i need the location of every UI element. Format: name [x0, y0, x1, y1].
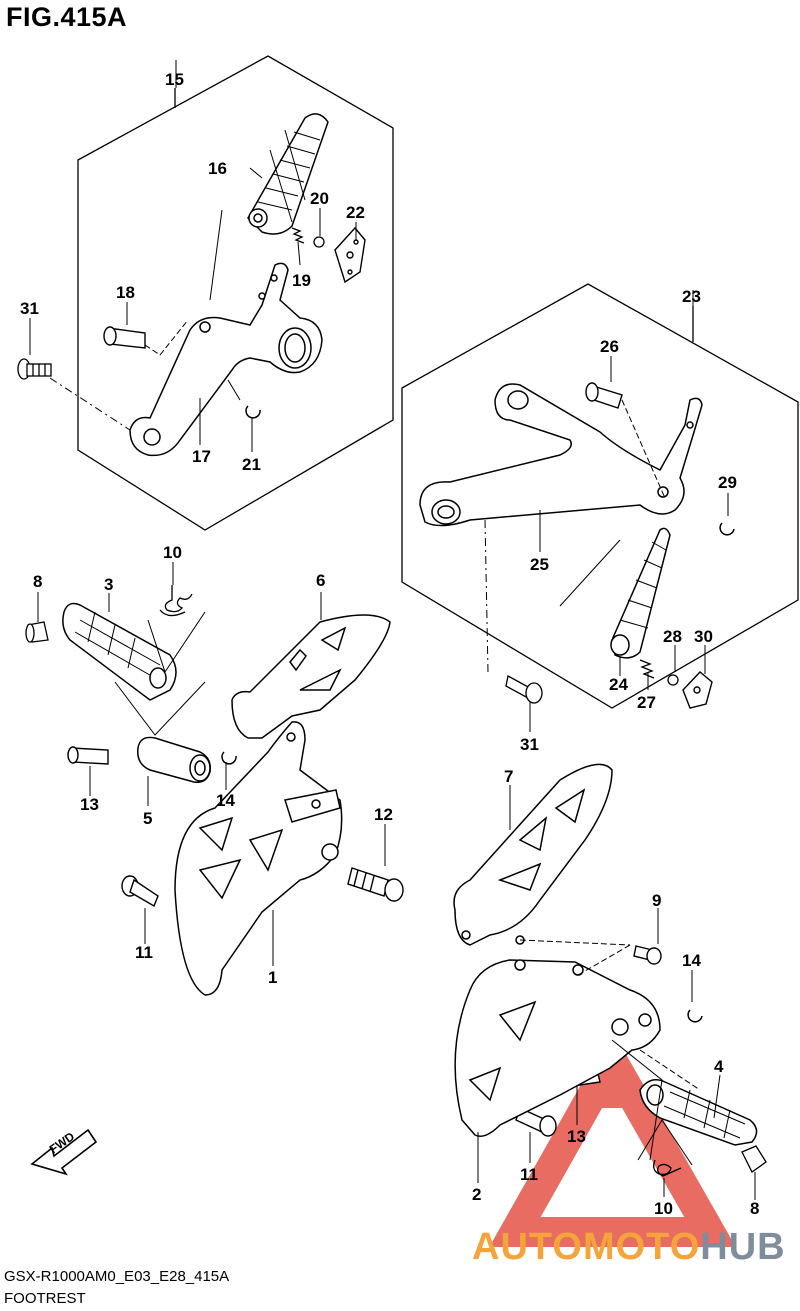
bracket-17	[129, 262, 323, 457]
pin-13-left	[67, 746, 109, 765]
part-label-9: 9	[652, 891, 661, 910]
part-label-7: 7	[504, 767, 513, 786]
part-label-23: 23	[682, 287, 701, 306]
fwd-arrow-icon: FWD	[30, 1128, 98, 1176]
circlip-14-right	[687, 1009, 703, 1023]
part-label-3: 3	[104, 575, 113, 594]
ball-20	[313, 236, 325, 248]
spring-27	[639, 659, 655, 679]
part-label-21: 21	[242, 455, 261, 474]
part-label-6: 6	[316, 571, 325, 590]
part-label-13-right: 13	[567, 1127, 586, 1146]
group-box-23	[401, 283, 799, 709]
watermark-triangle	[489, 1029, 736, 1247]
bolt-31-lower	[505, 675, 543, 704]
pin-18	[103, 326, 146, 349]
bracket-25	[419, 383, 703, 527]
spring-19	[291, 227, 305, 244]
part-label-15: 15	[165, 70, 184, 89]
part-label-25: 25	[530, 555, 549, 574]
plate-30	[682, 671, 713, 709]
bolt-12	[347, 867, 404, 902]
part-label-11-right: 11	[520, 1165, 538, 1184]
assembly-guide-lines	[49, 209, 701, 1166]
part-label-20: 20	[310, 189, 329, 208]
part-label-22: 22	[346, 203, 365, 222]
figure-title: FIG.415A	[6, 2, 128, 32]
cap-8-left	[25, 621, 49, 643]
pin-26	[585, 382, 623, 409]
cap-8-right	[741, 1145, 767, 1173]
group-box-15	[77, 55, 394, 531]
model-code: GSX-R1000AM0_E03_E28_415A	[4, 1268, 230, 1285]
part-label-19: 19	[292, 271, 311, 290]
spring-10-left	[159, 585, 193, 617]
part-label-31-upper: 31	[20, 299, 39, 318]
part-label-11-left: 11	[135, 943, 153, 962]
part-label-4: 4	[714, 1057, 724, 1076]
circlip-29	[719, 522, 735, 536]
figure-caption: FOOTREST	[4, 1290, 86, 1307]
bolt-11-left	[121, 875, 159, 908]
bolt-31-upper	[17, 358, 52, 380]
watermark-logo: AUTOMOTOHUB	[472, 1226, 786, 1269]
footpeg-3	[62, 602, 177, 701]
part-label-14-left: 14	[216, 791, 235, 810]
footpeg-4	[639, 1079, 758, 1146]
bolt-9	[633, 945, 662, 965]
part-label-18: 18	[116, 283, 135, 302]
leader-lines	[29, 60, 756, 1200]
part-label-2: 2	[472, 1185, 481, 1204]
part-label-5: 5	[143, 809, 152, 828]
part-label-31-lower: 31	[520, 735, 539, 754]
part-label-30: 30	[694, 627, 713, 646]
pivot-5	[137, 736, 212, 784]
footrest-bracket-1	[174, 721, 343, 996]
heel-guard-6	[231, 614, 391, 739]
part-label-17: 17	[192, 447, 211, 466]
footrest-bracket-2	[454, 959, 661, 1137]
watermark-brand-part1: AUTOMOTO	[472, 1226, 701, 1268]
part-label-12: 12	[374, 805, 393, 824]
circlip-14-left	[221, 751, 237, 765]
part-label-26: 26	[600, 337, 619, 356]
part-label-1: 1	[268, 968, 277, 987]
part-label-16: 16	[208, 159, 227, 178]
part-label-13-left: 13	[80, 795, 99, 814]
part-number-labels: 15 16 20 22 19 18 31 17 21 23 26 29 25 2…	[20, 70, 759, 1218]
heel-guard-7	[453, 763, 613, 946]
part-label-10-right: 10	[654, 1199, 673, 1218]
part-label-10-left: 10	[163, 543, 182, 562]
plate-22	[334, 226, 366, 284]
spring-10-right	[653, 1159, 682, 1177]
footpeg-16	[247, 113, 329, 235]
footpeg-24	[610, 527, 671, 659]
circlip-21	[245, 405, 261, 419]
part-label-24: 24	[609, 675, 628, 694]
part-label-29: 29	[718, 473, 737, 492]
watermark-brand-part2: HUB	[700, 1226, 786, 1268]
part-label-27: 27	[637, 693, 656, 712]
part-label-8-left: 8	[33, 572, 42, 591]
part-label-14-right: 14	[682, 951, 701, 970]
part-label-28: 28	[663, 627, 682, 646]
part-label-8-right: 8	[750, 1199, 759, 1218]
ball-28	[667, 674, 679, 686]
